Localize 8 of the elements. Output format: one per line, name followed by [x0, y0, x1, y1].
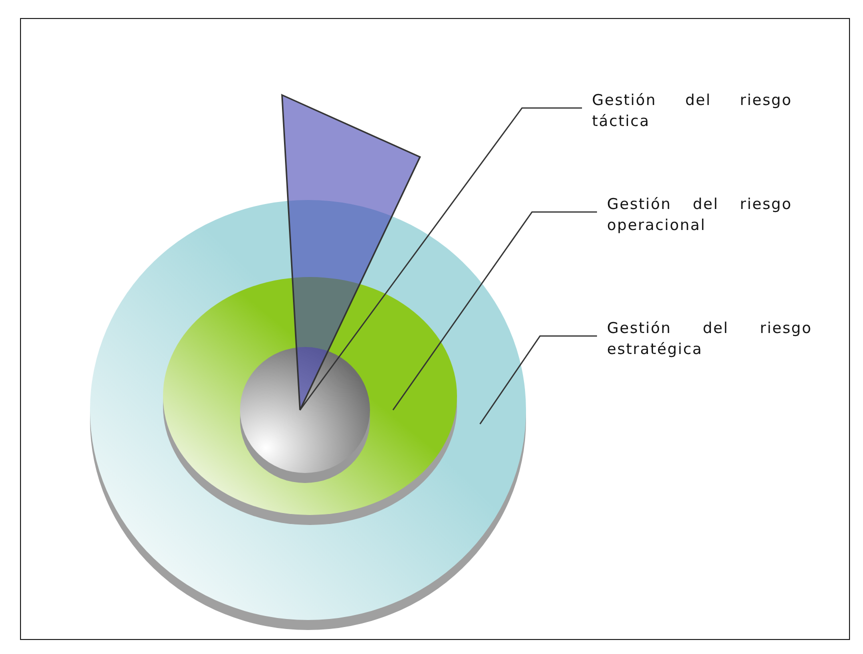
leader-line [299, 107, 582, 410]
leader-line [392, 211, 597, 410]
leader-label: Gestión del riesgo estratégica [607, 318, 812, 360]
leader-line [479, 335, 597, 424]
leader-label: Gestión del riesgo táctica [592, 90, 792, 132]
outer-ring [90, 200, 526, 632]
wedge-shape [280, 93, 422, 413]
leader-label: Gestión del riesgo operacional [607, 194, 792, 236]
